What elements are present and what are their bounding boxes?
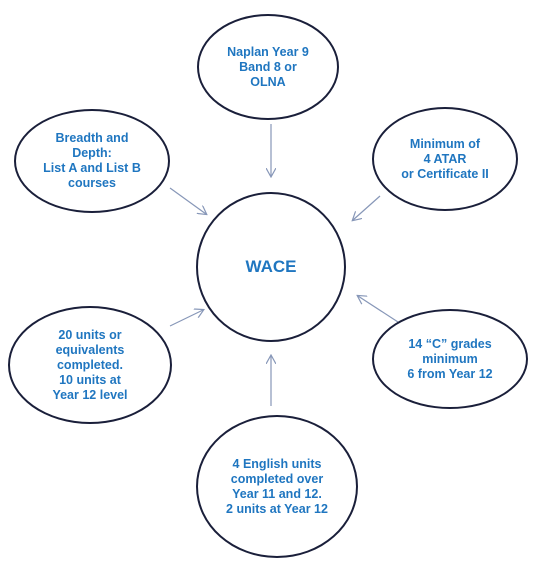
english-label: 4 English units completed over Year 11 a… bbox=[226, 456, 328, 516]
wace-center-label: WACE bbox=[245, 257, 297, 276]
wace-center-node: WACE bbox=[196, 192, 346, 342]
breadth-label: Breadth and Depth: List A and List B cou… bbox=[43, 131, 141, 190]
arrow-grades-to-wace bbox=[358, 296, 399, 323]
naplan-node: Naplan Year 9 Band 8 or OLNA bbox=[197, 14, 339, 120]
grades-label: 14 “C” grades minimum 6 from Year 12 bbox=[407, 336, 493, 381]
units-label: 20 units or equivalents completed. 10 un… bbox=[52, 327, 128, 402]
breadth-node: Breadth and Depth: List A and List B cou… bbox=[14, 109, 170, 213]
arrow-units-to-wace bbox=[169, 310, 203, 327]
arrow-minimum-to-wace bbox=[353, 195, 381, 220]
english-node: 4 English units completed over Year 11 a… bbox=[196, 415, 358, 558]
minimum-node: Minimum of 4 ATAR or Certificate II bbox=[372, 107, 518, 211]
grades-node: 14 “C” grades minimum 6 from Year 12 bbox=[372, 309, 528, 409]
minimum-label: Minimum of 4 ATAR or Certificate II bbox=[401, 136, 489, 181]
naplan-label: Naplan Year 9 Band 8 or OLNA bbox=[227, 44, 309, 89]
units-node: 20 units or equivalents completed. 10 un… bbox=[8, 306, 172, 424]
arrow-breadth-to-wace bbox=[169, 187, 206, 214]
